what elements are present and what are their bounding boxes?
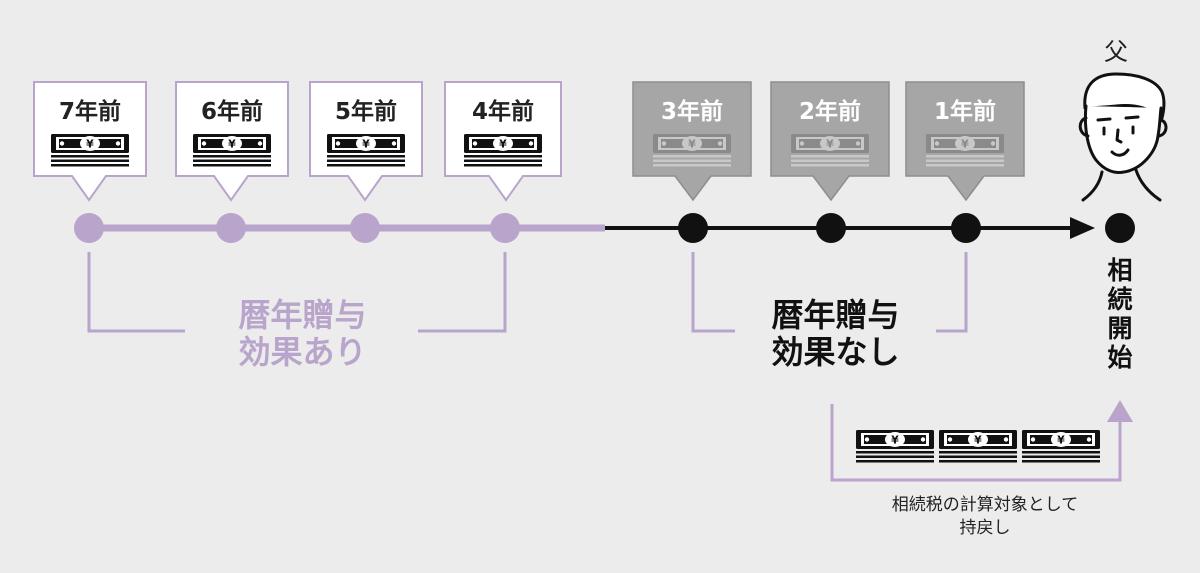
bracket-left xyxy=(418,252,507,333)
year-box-6 xyxy=(175,81,289,202)
money-stack-icon xyxy=(327,134,405,167)
effect-yes-line1: 暦年贈与 xyxy=(238,296,367,334)
money-stack-icon xyxy=(791,134,869,167)
bracket-right xyxy=(936,252,968,333)
timeline-dot xyxy=(490,213,520,243)
year-label: 2年前 xyxy=(798,99,861,125)
note-line2: 持戻し xyxy=(959,518,1011,538)
timeline-dot xyxy=(816,213,846,243)
start-char: 始 xyxy=(1107,343,1133,372)
year-box-2 xyxy=(770,81,890,202)
timeline-dot xyxy=(216,213,246,243)
bracket-right xyxy=(691,252,735,333)
year-label: 5年前 xyxy=(334,99,397,125)
money-stack-icon xyxy=(464,134,542,167)
year-label: 4年前 xyxy=(471,99,534,125)
year-box-3 xyxy=(632,81,752,202)
money-stack-icon xyxy=(939,430,1017,463)
effect-no-label: 暦年贈与 効果なし xyxy=(748,297,923,371)
pullback-arrow xyxy=(830,404,1122,482)
inheritance-start-label: 相 続 開 始 xyxy=(1105,256,1135,372)
father-label: 父 xyxy=(1104,38,1128,66)
start-char: 開 xyxy=(1107,314,1133,343)
year-label: 1年前 xyxy=(933,99,996,125)
effect-no-line1: 暦年贈与 xyxy=(771,296,900,334)
father-face-icon xyxy=(1078,72,1168,202)
effect-yes-label: 暦年贈与 効果あり xyxy=(215,297,390,371)
arrow-right-icon xyxy=(1070,217,1095,239)
money-stack-icon xyxy=(193,134,271,167)
inheritance-dot xyxy=(1105,213,1135,243)
timeline-dot xyxy=(350,213,380,243)
money-stack-icon xyxy=(926,134,1004,167)
effect-yes-line2: 効果あり xyxy=(238,333,367,371)
bracket-left xyxy=(87,252,185,333)
pullback-note: 相続税の計算対象として 持戻し xyxy=(850,494,1120,540)
timeline-dot xyxy=(678,213,708,243)
year-label: 7年前 xyxy=(58,99,121,125)
money-stack-icon xyxy=(51,134,129,167)
timeline-dot xyxy=(74,213,104,243)
year-box-1 xyxy=(905,81,1025,202)
year-label: 3年前 xyxy=(660,99,723,125)
money-stack-icon xyxy=(653,134,731,167)
year-box-7 xyxy=(33,81,147,202)
money-stack-icon xyxy=(1022,430,1100,463)
start-char: 続 xyxy=(1107,285,1133,314)
note-line1: 相続税の計算対象として xyxy=(891,495,1079,515)
money-stack-icon xyxy=(856,430,934,463)
start-char: 相 xyxy=(1107,256,1133,285)
year-box-4 xyxy=(444,81,562,202)
timeline-dot xyxy=(951,213,981,243)
arrow-up-icon xyxy=(1107,400,1133,422)
year-label: 6年前 xyxy=(200,99,263,125)
year-box-5 xyxy=(309,81,423,202)
effect-no-line2: 効果なし xyxy=(771,333,900,371)
